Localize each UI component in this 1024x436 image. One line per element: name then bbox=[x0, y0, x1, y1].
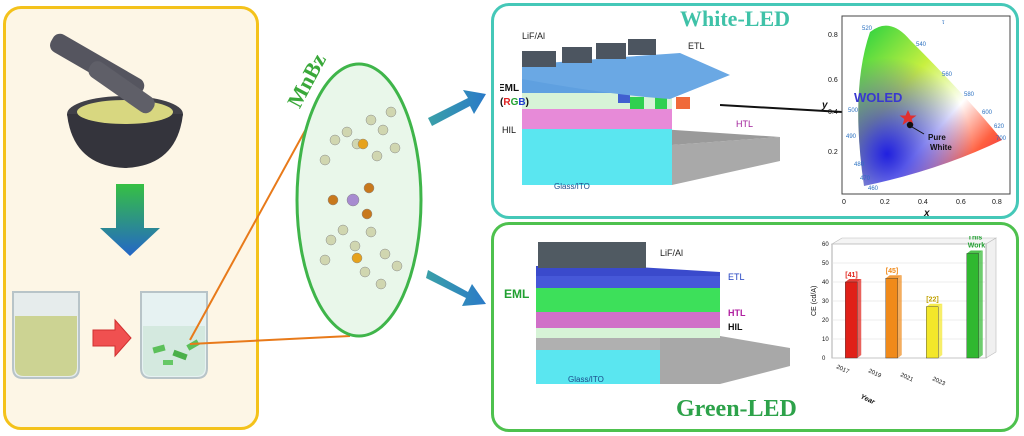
corner-tick: τ bbox=[942, 20, 945, 26]
ce-y-tick: 50 bbox=[822, 261, 829, 267]
ce-x-tick: 2021 bbox=[899, 372, 914, 383]
ce-y-axis-label: CE (cd/A) bbox=[811, 286, 818, 316]
cie-tick-labels: 520 540 560 580 600 620 700 500 490 480 … bbox=[846, 20, 1007, 192]
green-led-title: Green-LED bbox=[676, 396, 797, 422]
cie-x-label: x bbox=[923, 208, 930, 218]
ce-y-tick: 0 bbox=[822, 356, 826, 362]
white-led-panel bbox=[491, 3, 1019, 219]
hil-layer bbox=[522, 109, 672, 129]
x-tick-0.6: 0.6 bbox=[956, 199, 966, 206]
ce-y-tick: 40 bbox=[822, 280, 829, 286]
right-arrow-icon bbox=[92, 318, 132, 358]
green-etl-layer bbox=[536, 276, 720, 288]
cathode-bar bbox=[522, 51, 556, 67]
wled-substrate-label: Glass/ITO bbox=[554, 182, 590, 191]
arrow-to-green-led-icon bbox=[426, 270, 486, 306]
ce-x-ticks: 2017 2019 2021 2023 bbox=[835, 364, 946, 387]
locus-tick-600: 600 bbox=[982, 110, 993, 116]
mnbz-molecule-icon bbox=[319, 106, 403, 290]
pure-white-label-1: Pure bbox=[928, 133, 946, 142]
ce-y-tick: 20 bbox=[822, 318, 829, 324]
white-led-device-stack: LiF/Al ETL EML (RGB) HIL HTL Glass/ITO bbox=[500, 31, 780, 191]
beaker-solution-icon bbox=[12, 291, 80, 379]
locus-tick-490: 490 bbox=[846, 134, 857, 140]
green-hil-layer bbox=[536, 328, 720, 338]
y-tick-0.8: 0.8 bbox=[828, 32, 838, 39]
ce-x-tick: 2023 bbox=[931, 376, 946, 387]
x-tick-0: 0 bbox=[842, 199, 846, 206]
y-tick-0.4: 0.4 bbox=[828, 109, 838, 116]
ce-bar-label: [41] bbox=[845, 272, 857, 279]
locus-tick-580: 580 bbox=[964, 92, 975, 98]
gled-cathode-label: LiF/Al bbox=[660, 248, 683, 258]
woled-label: WOLED bbox=[854, 90, 902, 105]
ce-x-axis-label: Year bbox=[859, 393, 877, 406]
ce-bar bbox=[845, 279, 862, 359]
pure-white-point bbox=[906, 121, 914, 129]
molecule-ellipse bbox=[295, 62, 423, 338]
etl-layer bbox=[522, 53, 730, 99]
locus-tick-500: 500 bbox=[848, 108, 859, 114]
ce-bar bbox=[885, 275, 902, 359]
ce-y-ticks: 0 10 20 30 40 50 60 bbox=[822, 242, 829, 362]
mortar-and-pestle-icon bbox=[50, 33, 183, 168]
locus-tick-540: 540 bbox=[916, 42, 927, 48]
gled-eml-label: EML bbox=[504, 287, 529, 301]
synthesis-illustration bbox=[12, 33, 208, 379]
ce-x-tick: 2017 bbox=[835, 364, 850, 375]
green-cathode-bar bbox=[538, 242, 646, 268]
green-led-panel bbox=[491, 222, 1019, 432]
green-eml-layer bbox=[536, 288, 720, 312]
woled-point-star-icon bbox=[899, 110, 917, 125]
white-led-title: White-LED bbox=[680, 6, 790, 31]
y-tick-0.2: 0.2 bbox=[828, 149, 838, 156]
gled-hil-label: HIL bbox=[728, 322, 743, 332]
green-htl-layer bbox=[536, 312, 720, 328]
locus-tick-560: 560 bbox=[942, 72, 953, 78]
locus-tick-460: 460 bbox=[868, 186, 879, 192]
gled-etl-label: ETL bbox=[728, 272, 745, 282]
wled-rgb-label: (RGB) bbox=[500, 97, 529, 108]
wled-htl-label: HTL bbox=[736, 119, 753, 129]
wled-etl-label: ETL bbox=[688, 41, 705, 51]
x-tick-0.2: 0.2 bbox=[880, 199, 890, 206]
cie-diagram: 520 540 560 580 600 620 700 500 490 480 … bbox=[821, 15, 1011, 218]
x-tick-0.8: 0.8 bbox=[992, 199, 1002, 206]
gled-substrate-label: Glass/ITO bbox=[568, 375, 604, 384]
arrow-to-white-led-icon bbox=[428, 90, 486, 126]
ce-y-tick: 30 bbox=[822, 299, 829, 305]
wled-eml-label: EML bbox=[500, 83, 519, 94]
wled-cathode-label: LiF/Al bbox=[522, 31, 545, 41]
y-tick-0.6: 0.6 bbox=[828, 77, 838, 84]
wled-hil-label: HIL bbox=[502, 125, 516, 135]
beaker-crystals-icon bbox=[140, 291, 208, 379]
ce-bar-label: [45] bbox=[886, 268, 898, 275]
ce-y-tick: 10 bbox=[822, 337, 829, 343]
gled-htl-label: HTL bbox=[728, 308, 746, 318]
locus-tick-700: 700 bbox=[996, 136, 1007, 142]
ce-bar bbox=[926, 303, 943, 359]
ce-y-tick: 60 bbox=[822, 242, 829, 248]
ce-bar-label: [22] bbox=[926, 297, 938, 304]
cie-y-label: y bbox=[821, 100, 828, 111]
down-arrow-icon bbox=[100, 184, 160, 256]
locus-tick-620: 620 bbox=[994, 124, 1005, 130]
green-led-device-stack: LiF/Al ETL EML HTL HIL Glass/ITO bbox=[504, 242, 790, 384]
locus-tick-470: 470 bbox=[860, 176, 871, 182]
locus-tick-480: 480 bbox=[854, 162, 865, 168]
pure-white-label-2: White bbox=[930, 143, 952, 152]
locus-tick-520: 520 bbox=[862, 26, 873, 32]
x-tick-0.4: 0.4 bbox=[918, 199, 928, 206]
ce-x-tick: 2019 bbox=[867, 368, 882, 379]
ce-bar bbox=[966, 250, 983, 359]
